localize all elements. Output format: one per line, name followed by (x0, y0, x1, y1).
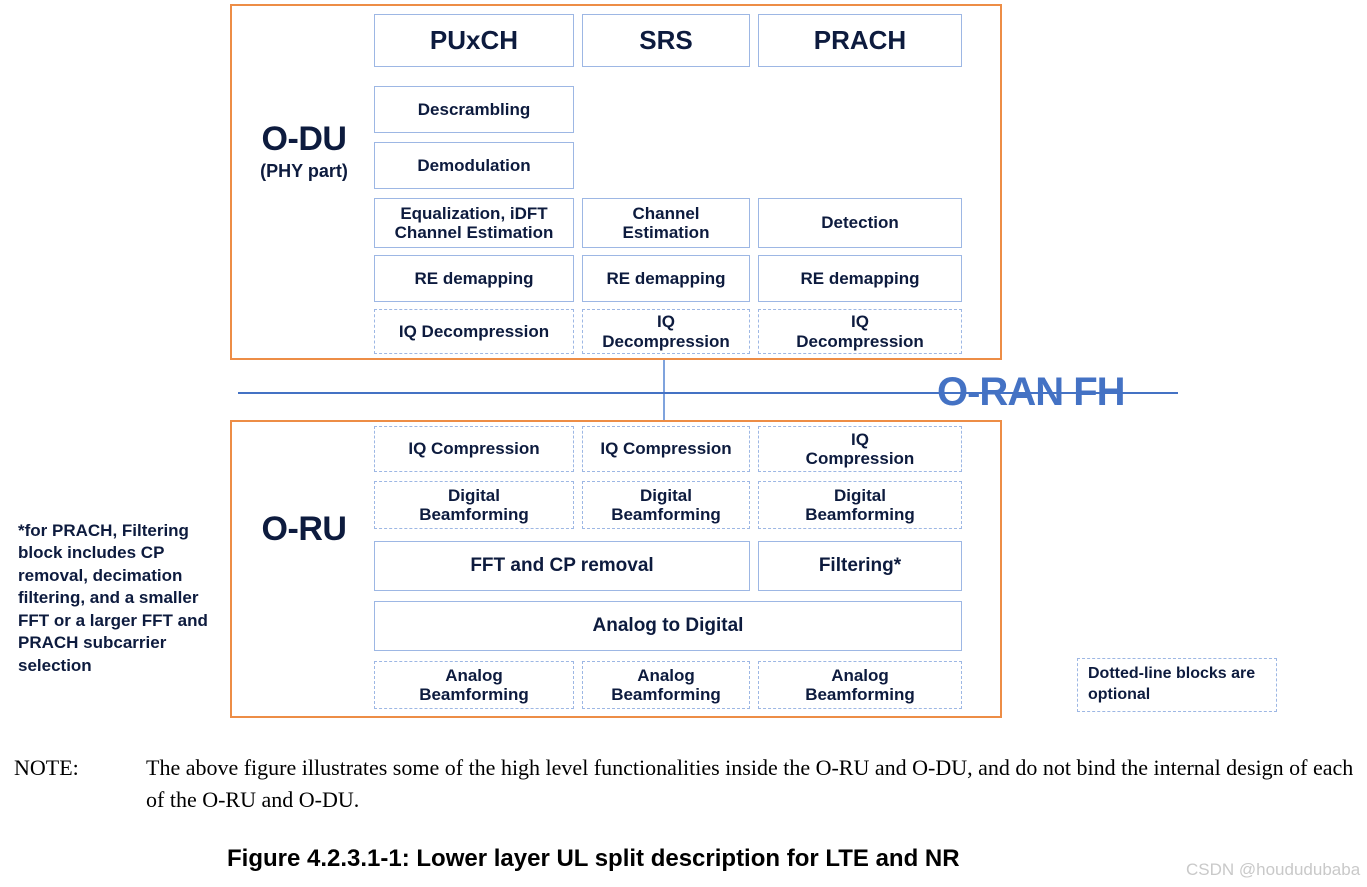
odu-label-sub: (PHY part) (260, 160, 348, 181)
csdn-watermark: CSDN @hoududubaba (1186, 860, 1361, 879)
oru-block-analog-beamforming-1: Analog Beamforming (374, 661, 574, 709)
legend-dotted-line-blocks: Dotted-line blocks are optional (1077, 658, 1277, 712)
note-text: The above figure illustrates some of the… (146, 755, 1354, 812)
oru-block-iq-compression-1: IQ Compression (374, 426, 574, 472)
oru-label: O-RU (240, 510, 368, 548)
odu-block-detection: Detection (758, 198, 962, 248)
odu-label: O-DU (PHY part) (240, 120, 368, 181)
oru-block-analog-beamforming-2: Analog Beamforming (582, 661, 750, 709)
fronthaul-horizontal-line (238, 392, 1178, 394)
odu-block-demodulation: Demodulation (374, 142, 574, 189)
odu-block-iq-decompression-2: IQ Decompression (582, 309, 750, 354)
odu-block-iq-decompression-3: IQ Decompression (758, 309, 962, 354)
odu-block-srs: SRS (582, 14, 750, 67)
odu-block-puxch: PUxCH (374, 14, 574, 67)
oru-block-digital-beamforming-2: Digital Beamforming (582, 481, 750, 529)
oru-block-iq-compression-2: IQ Compression (582, 426, 750, 472)
figure-caption: Figure 4.2.3.1-1: Lower layer UL split d… (227, 845, 960, 872)
oru-block-fft-cp-removal: FFT and CP removal (374, 541, 750, 591)
odu-label-main: O-DU (261, 120, 347, 158)
oru-block-filtering: Filtering* (758, 541, 962, 591)
odu-block-re-demapping-1: RE demapping (374, 255, 574, 302)
note-label: NOTE: (14, 755, 79, 780)
oru-block-digital-beamforming-1: Digital Beamforming (374, 481, 574, 529)
oru-block-analog-to-digital: Analog to Digital (374, 601, 962, 651)
fronthaul-label: O-RAN FH (937, 370, 1126, 414)
note: NOTE: The above figure illustrates some … (14, 752, 1364, 822)
odu-block-re-demapping-2: RE demapping (582, 255, 750, 302)
odu-block-re-demapping-3: RE demapping (758, 255, 962, 302)
odu-block-iq-decompression-1: IQ Decompression (374, 309, 574, 354)
odu-block-equalization: Equalization, iDFT Channel Estimation (374, 198, 574, 248)
oru-label-main: O-RU (261, 510, 347, 548)
odu-block-prach: PRACH (758, 14, 962, 67)
prach-footnote: *for PRACH, Filtering block includes CP … (18, 521, 208, 675)
oru-block-digital-beamforming-3: Digital Beamforming (758, 481, 962, 529)
fronthaul-vertical-connector (663, 360, 665, 420)
oru-block-iq-compression-3: IQ Compression (758, 426, 962, 472)
odu-block-channel-estimation: Channel Estimation (582, 198, 750, 248)
oru-block-analog-beamforming-3: Analog Beamforming (758, 661, 962, 709)
odu-block-descrambling: Descrambling (374, 86, 574, 133)
